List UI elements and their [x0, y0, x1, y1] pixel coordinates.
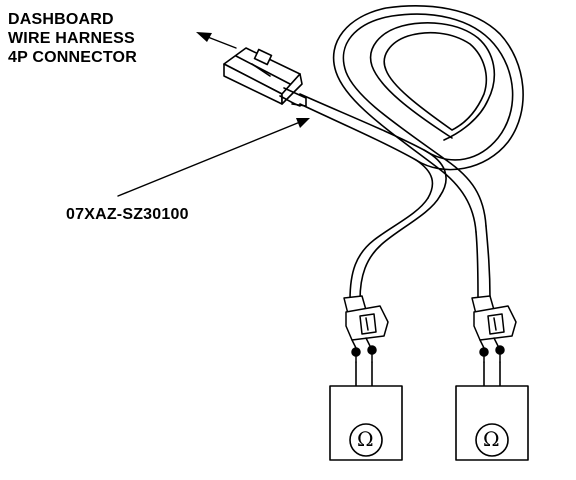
- part-number-label: 07XAZ-SZ30100: [66, 206, 189, 223]
- right-ohmmeter: [455, 361, 529, 461]
- left-test-plug: [343, 295, 389, 363]
- cable-loop: [332, 5, 524, 233]
- connector-label: DASHBOARD WIRE HARNESS 4P CONNECTOR: [8, 10, 137, 67]
- connector-label-line-3: 4P CONNECTOR: [8, 49, 137, 66]
- right-ohmmeter-symbol: Ω: [483, 427, 500, 451]
- left-lead: [349, 195, 441, 301]
- right-lead: [475, 225, 491, 299]
- connector-label-line-1: DASHBOARD: [8, 11, 114, 28]
- left-ohmmeter: [329, 361, 403, 461]
- main-cable: [299, 93, 447, 199]
- right-test-plug: [471, 295, 517, 363]
- harness-connector: [223, 47, 307, 107]
- part-number-arrow: [117, 118, 310, 197]
- connector-arrow: [196, 32, 237, 49]
- left-ohmmeter-symbol: Ω: [357, 427, 374, 451]
- connector-label-line-2: WIRE HARNESS: [8, 30, 135, 47]
